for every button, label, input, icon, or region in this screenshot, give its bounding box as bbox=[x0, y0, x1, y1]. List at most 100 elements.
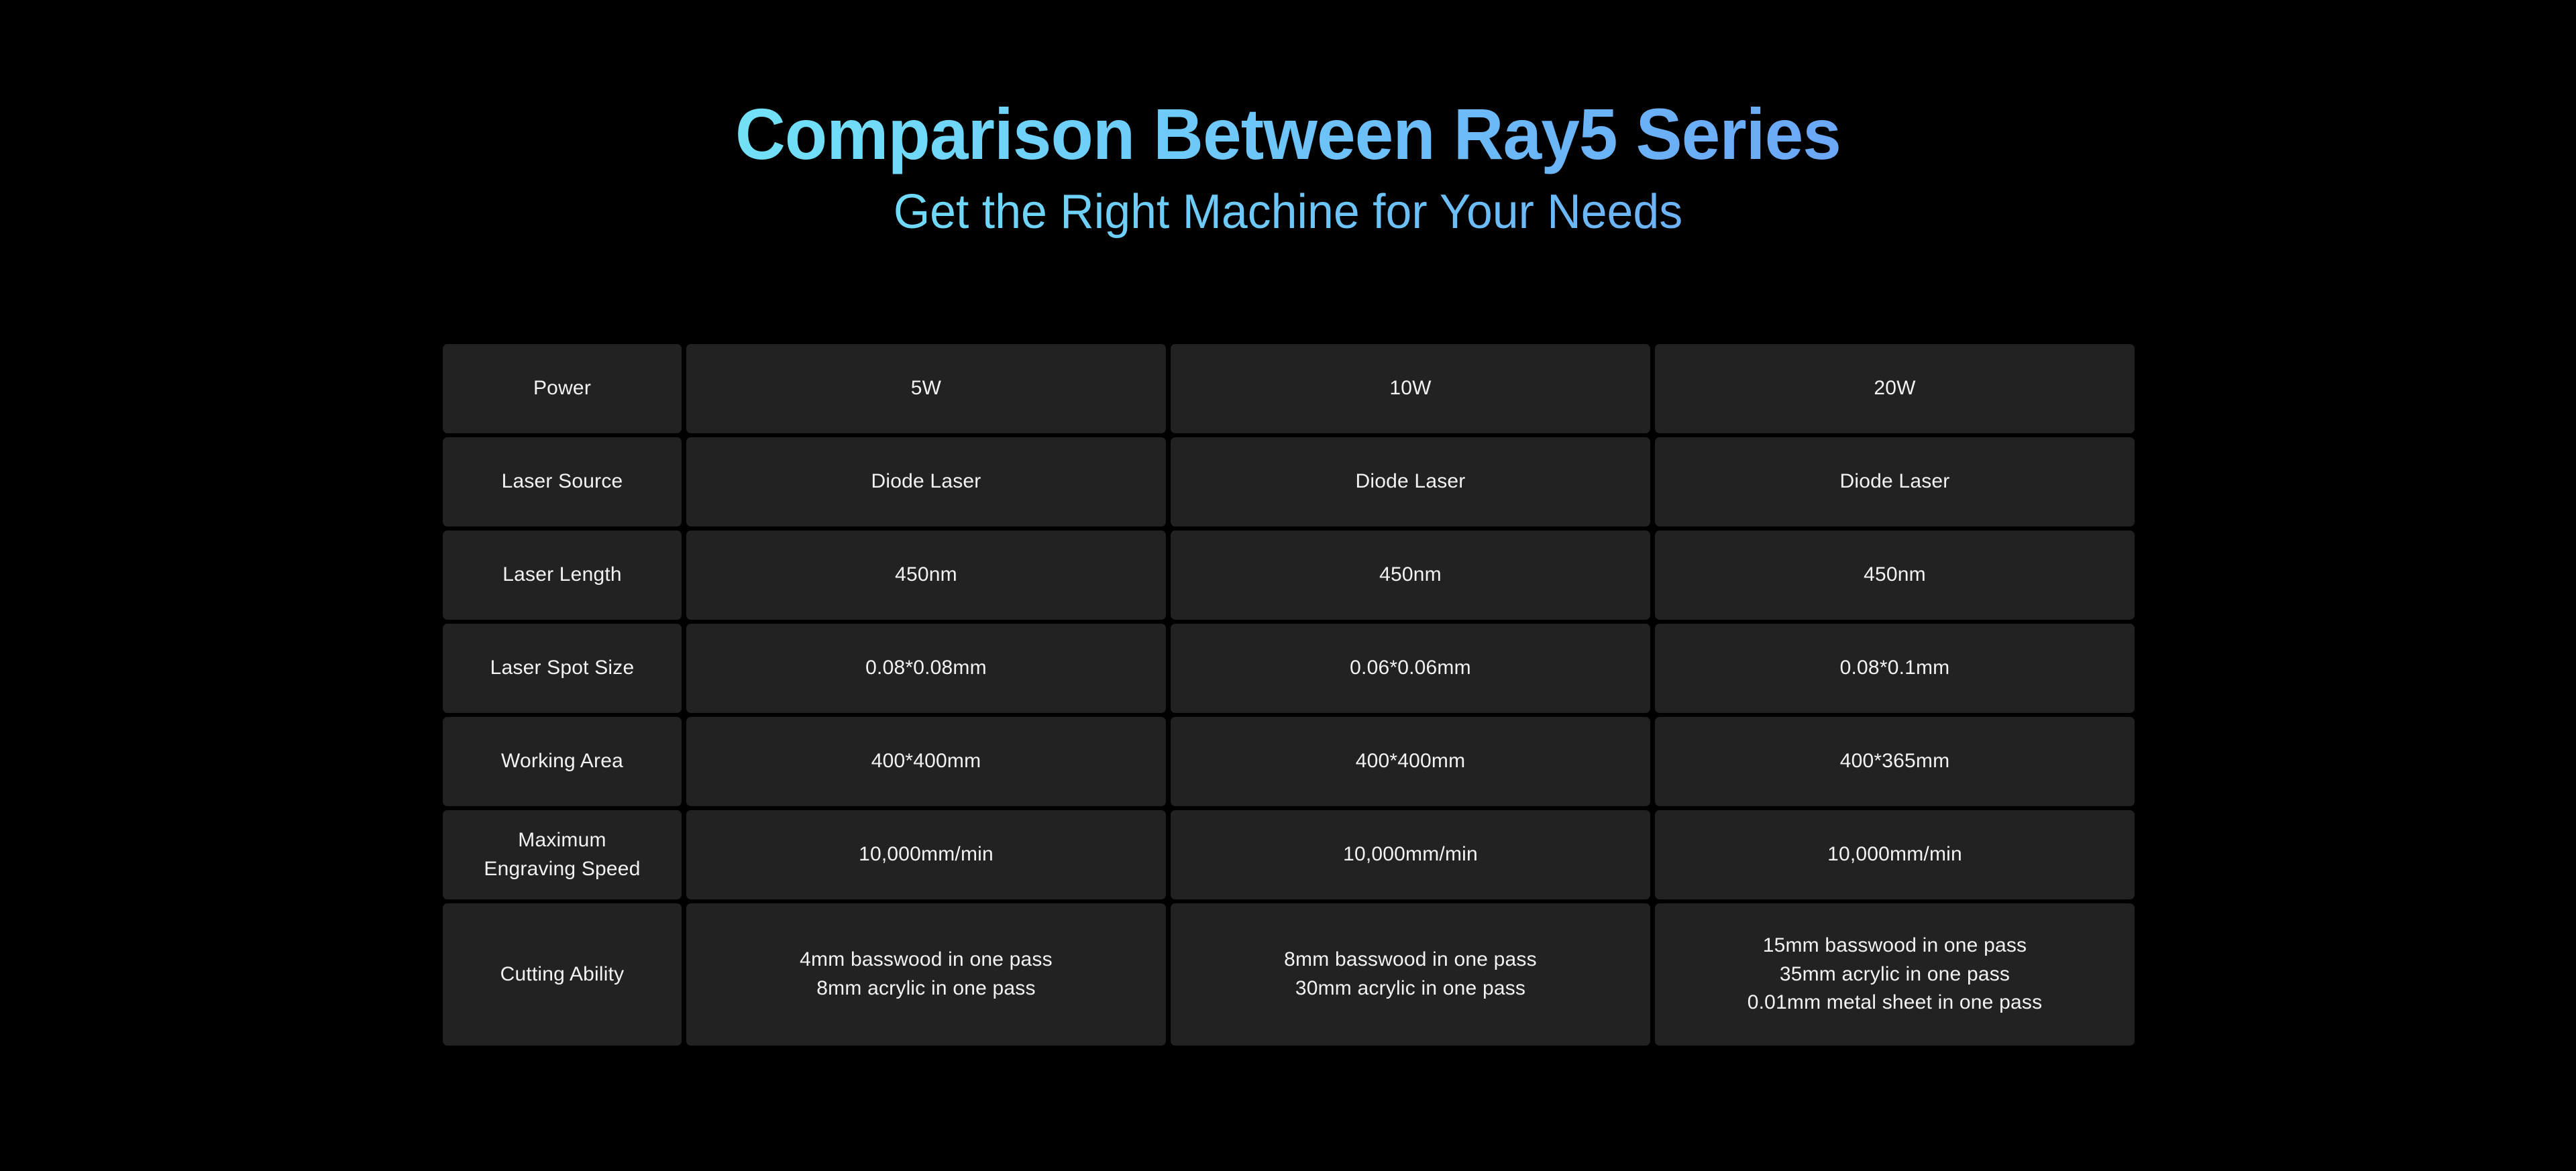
page-heading: Comparison Between Ray5 Series Get the R… bbox=[0, 93, 2576, 241]
cell-text-line: 400*400mm bbox=[871, 750, 981, 773]
table-row: Working Area 400*400mm 400*400mm 400*365mm bbox=[443, 717, 2135, 806]
cell-text: 8mm basswood in one pass 30mm acrylic in … bbox=[1284, 946, 1537, 1003]
cell-text-line: Laser Source bbox=[501, 470, 623, 493]
cell-text-line: 450nm bbox=[895, 563, 957, 586]
cell-text-line: Power bbox=[533, 377, 592, 400]
table-row: Laser Source Diode Laser Diode Laser Diode … bbox=[443, 437, 2135, 526]
spec-value-cell: 10W bbox=[1171, 344, 1650, 433]
cell-text-line: 8mm basswood in one pass bbox=[1284, 948, 1537, 971]
cell-text-line: Working Area bbox=[501, 750, 623, 773]
cell-text: 400*400mm bbox=[1356, 747, 1466, 776]
cell-text-line: Diode Laser bbox=[1839, 470, 1950, 493]
cell-text-line: 10W bbox=[1389, 377, 1432, 400]
spec-value-cell: 400*400mm bbox=[686, 717, 1166, 806]
cell-text-line: Laser Spot Size bbox=[490, 657, 635, 679]
row-label-cell: Power bbox=[443, 344, 682, 433]
page-subtitle: Get the Right Machine for Your Needs bbox=[39, 184, 2538, 241]
cell-text: 450nm bbox=[1864, 561, 1926, 590]
cell-text-line: Laser Length bbox=[502, 563, 622, 586]
cell-text: Diode Laser bbox=[1840, 467, 1950, 496]
row-label-cell: Laser Source bbox=[443, 437, 682, 526]
spec-value-cell: 4mm basswood in one pass 8mm acrylic in o… bbox=[686, 903, 1166, 1046]
table-row: Laser Length 450nm 450nm 450nm bbox=[443, 531, 2135, 620]
cell-text-line: Diode Laser bbox=[871, 470, 981, 493]
cell-text: 10,000mm/min bbox=[1827, 840, 1962, 869]
row-label-cell: Working Area bbox=[443, 717, 682, 806]
cell-text-line: Cutting Ability bbox=[500, 962, 625, 985]
cell-text: Laser Length bbox=[502, 561, 622, 590]
spec-value-cell: 0.06*0.06mm bbox=[1171, 624, 1650, 713]
cell-text-line: Engraving Speed bbox=[484, 857, 641, 880]
cell-text-line: 5W bbox=[910, 377, 942, 400]
cell-text-line: 400*365mm bbox=[1839, 750, 1950, 773]
spec-value-cell: Diode Laser bbox=[686, 437, 1166, 526]
cell-text: 0.08*0.08mm bbox=[865, 654, 987, 683]
cell-text: Diode Laser bbox=[871, 467, 981, 496]
cell-text-line: Diode Laser bbox=[1355, 470, 1466, 493]
cell-text-line: 0.06*0.06mm bbox=[1350, 657, 1471, 679]
cell-text: 5W bbox=[911, 374, 941, 403]
cell-text-line: 10,000mm/min bbox=[859, 843, 994, 866]
cell-text: 450nm bbox=[1379, 561, 1442, 590]
cell-text-line: Maximum bbox=[518, 828, 606, 851]
spec-value-cell: 10,000mm/min bbox=[1171, 810, 1650, 899]
cell-text: Laser Spot Size bbox=[490, 654, 635, 683]
spec-value-cell: 8mm basswood in one pass 30mm acrylic in … bbox=[1171, 903, 1650, 1046]
row-label-cell: Cutting Ability bbox=[443, 903, 682, 1046]
row-label-cell: Laser Spot Size bbox=[443, 624, 682, 713]
cell-text-line: 10,000mm/min bbox=[1343, 843, 1478, 866]
cell-text-line: 450nm bbox=[1864, 563, 1926, 586]
cell-text: 20W bbox=[1874, 374, 1915, 403]
cell-text: Diode Laser bbox=[1356, 467, 1466, 496]
cell-text: 0.06*0.06mm bbox=[1350, 654, 1471, 683]
cell-text: 400*365mm bbox=[1840, 747, 1950, 776]
cell-text-line: 8mm acrylic in one pass bbox=[816, 977, 1036, 999]
cell-text-line: 20W bbox=[1874, 377, 1916, 400]
table-row: Cutting Ability 4mm basswood in one pass 8… bbox=[443, 903, 2135, 1046]
spec-value-cell: 400*400mm bbox=[1171, 717, 1650, 806]
page-title: Comparison Between Ray5 Series bbox=[52, 93, 2524, 175]
row-label-cell: Laser Length bbox=[443, 531, 682, 620]
spec-value-cell: 0.08*0.08mm bbox=[686, 624, 1166, 713]
cell-text: 4mm basswood in one pass 8mm acrylic in o… bbox=[800, 946, 1053, 1003]
spec-value-cell: 0.08*0.1mm bbox=[1655, 624, 2135, 713]
cell-text: Power bbox=[533, 374, 591, 403]
spec-value-cell: 450nm bbox=[1655, 531, 2135, 620]
cell-text-line: 30mm acrylic in one pass bbox=[1295, 977, 1526, 999]
cell-text-line: 0.01mm metal sheet in one pass bbox=[1747, 991, 2043, 1014]
spec-comparison-table: Power 5W 10W 20W Laser Source Diode Laser Diod… bbox=[443, 344, 2135, 1046]
cell-text: Working Area bbox=[501, 747, 623, 776]
spec-value-cell: 400*365mm bbox=[1655, 717, 2135, 806]
cell-text: 450nm bbox=[895, 561, 957, 590]
cell-text-line: 4mm basswood in one pass bbox=[800, 948, 1053, 971]
cell-text-line: 10,000mm/min bbox=[1827, 843, 1962, 866]
table-row: Power 5W 10W 20W bbox=[443, 344, 2135, 433]
cell-text: 10,000mm/min bbox=[859, 840, 994, 869]
spec-value-cell: Diode Laser bbox=[1171, 437, 1650, 526]
cell-text-line: 400*400mm bbox=[1355, 750, 1466, 773]
cell-text: 400*400mm bbox=[871, 747, 981, 776]
spec-value-cell: 20W bbox=[1655, 344, 2135, 433]
cell-text-line: 35mm acrylic in one pass bbox=[1779, 962, 2010, 985]
table-row: Laser Spot Size 0.08*0.08mm 0.06*0.06mm 0.0… bbox=[443, 624, 2135, 713]
cell-text: Cutting Ability bbox=[500, 960, 625, 989]
cell-text-line: 0.08*0.1mm bbox=[1839, 657, 1950, 679]
cell-text: 0.08*0.1mm bbox=[1840, 654, 1950, 683]
spec-value-cell: 10,000mm/min bbox=[686, 810, 1166, 899]
cell-text: Laser Source bbox=[502, 467, 623, 496]
cell-text: 10W bbox=[1389, 374, 1431, 403]
spec-value-cell: 5W bbox=[686, 344, 1166, 433]
cell-text: 10,000mm/min bbox=[1343, 840, 1478, 869]
cell-text-line: 0.08*0.08mm bbox=[865, 657, 987, 679]
spec-value-cell: Diode Laser bbox=[1655, 437, 2135, 526]
spec-value-cell: 10,000mm/min bbox=[1655, 810, 2135, 899]
spec-value-cell: 450nm bbox=[1171, 531, 1650, 620]
spec-value-cell: 450nm bbox=[686, 531, 1166, 620]
cell-text-line: 450nm bbox=[1379, 563, 1442, 586]
